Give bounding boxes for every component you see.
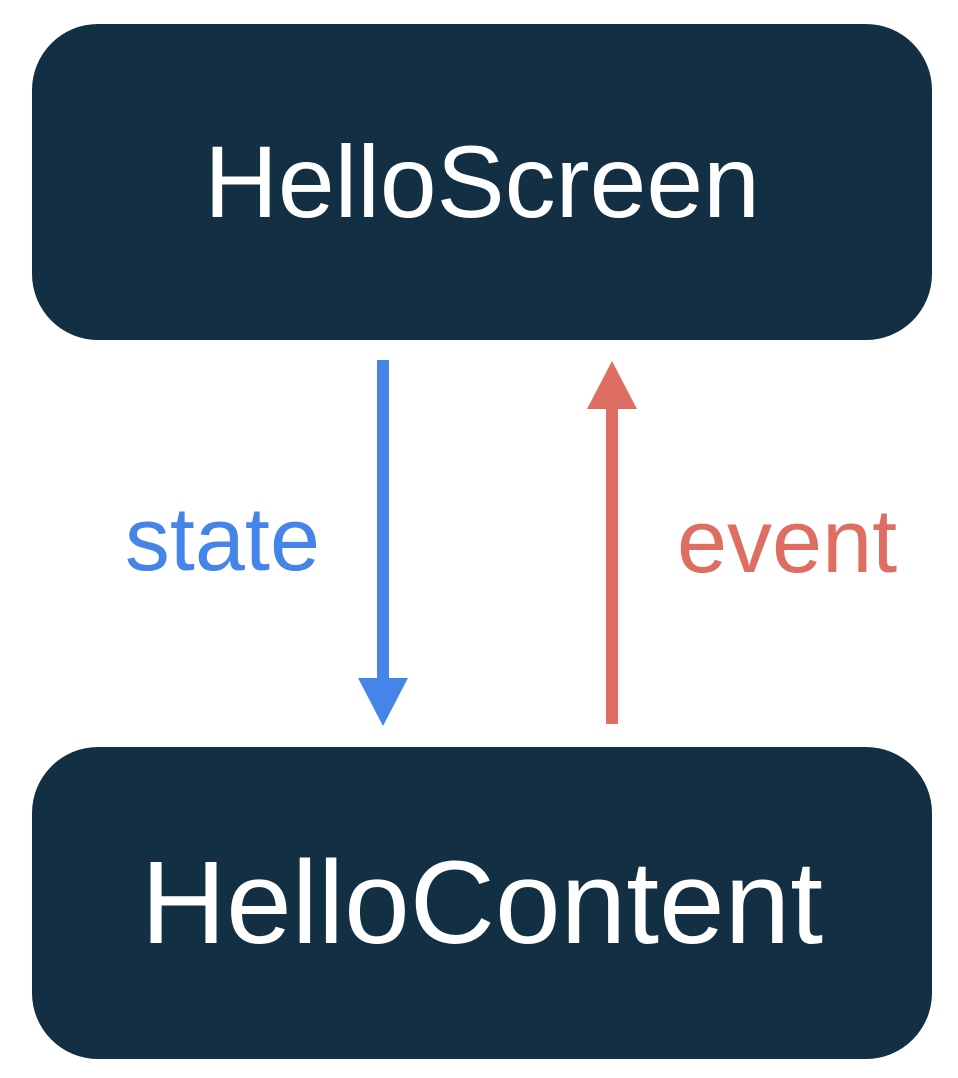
event-arrow-shaft [606,406,618,724]
node-helloscreen-label: HelloScreen [204,124,760,239]
arrow-up-icon [587,361,637,409]
node-helloscreen: HelloScreen [32,24,932,340]
node-hellocontent-label: HelloContent [140,837,824,969]
node-hellocontent: HelloContent [32,747,932,1059]
edge-event-label: event [677,492,898,592]
edge-state-label: state [124,490,320,590]
state-arrow-shaft [377,360,389,680]
arrow-down-icon [358,678,408,726]
